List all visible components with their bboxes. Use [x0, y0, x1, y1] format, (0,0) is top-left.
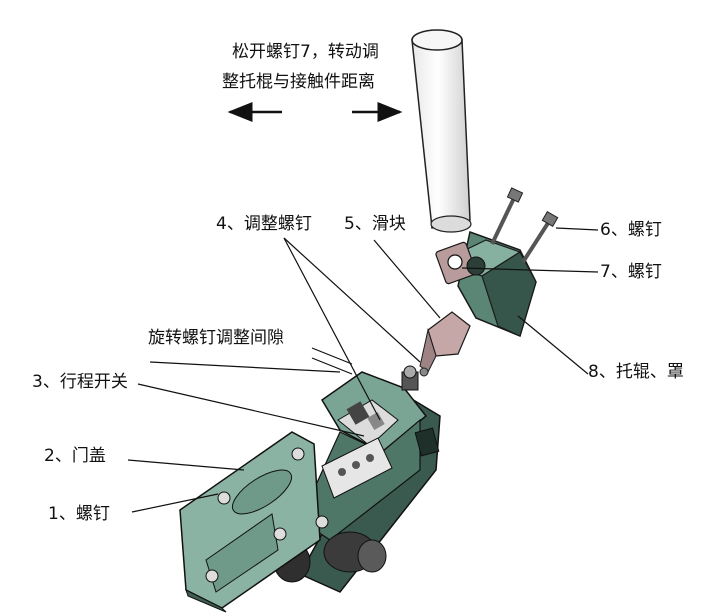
label-screw-6: 6、螺钉 — [600, 220, 662, 240]
label-door-cover: 2、门盖 — [44, 446, 106, 466]
roller-holder — [435, 187, 559, 338]
label-roller-cover: 8、托辊、罩 — [588, 362, 684, 382]
label-adjust-screw: 4、调整螺钉 — [216, 214, 312, 234]
door-cover — [179, 431, 329, 613]
label-screw-7: 7、螺钉 — [600, 262, 662, 282]
roller — [411, 29, 472, 233]
instruction-line-2: 整托棍与接触件距离 — [222, 72, 375, 92]
leader-lines — [127, 227, 599, 513]
label-travel-switch: 3、行程开关 — [32, 372, 128, 392]
slider — [419, 311, 471, 377]
label-slider: 5、滑块 — [344, 214, 406, 234]
label-screw-1: 1、螺钉 — [48, 504, 110, 524]
label-rotate-gap: 旋转螺钉调整间隙 — [148, 328, 284, 348]
instruction-line-1: 松开螺钉7，转动调 — [232, 42, 379, 62]
